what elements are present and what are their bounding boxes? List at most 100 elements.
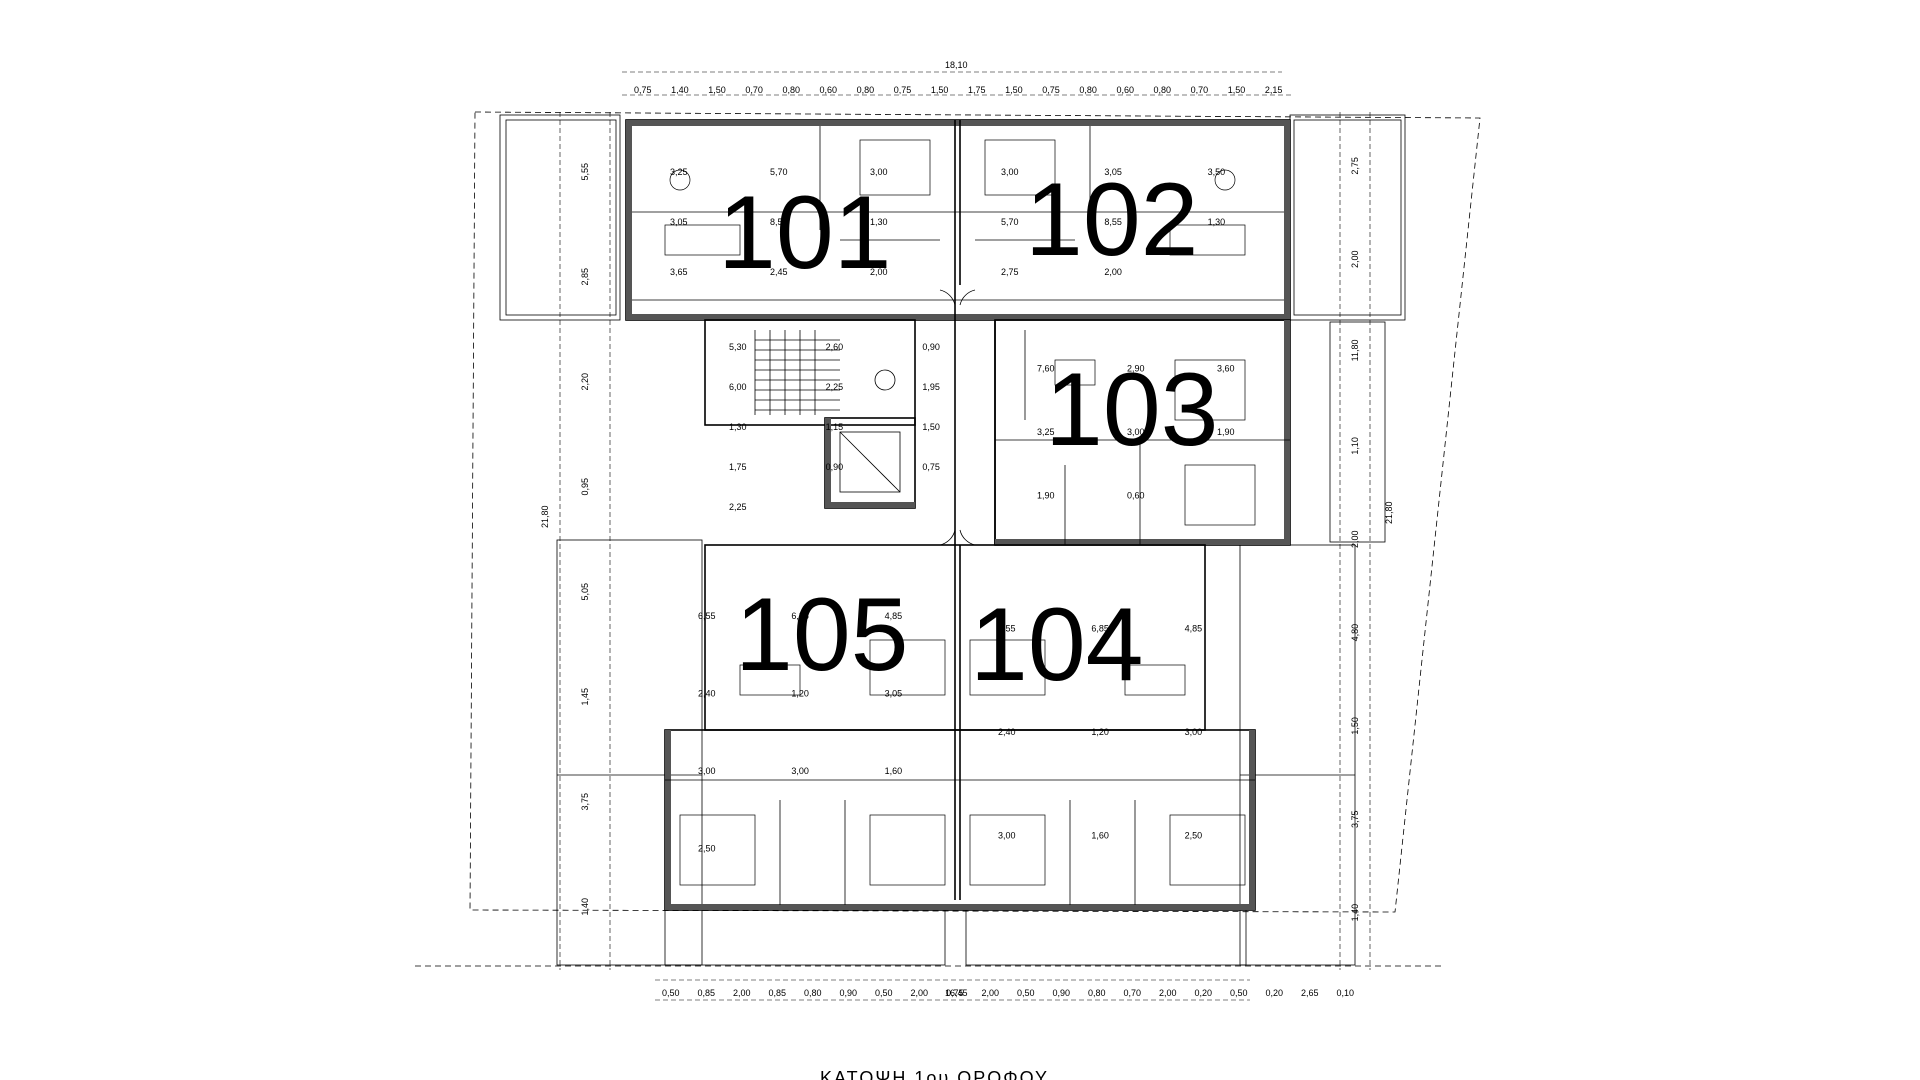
top-dim-label: 0,75 <box>634 85 652 95</box>
core-stair-lift <box>704 285 996 546</box>
room-dim-label: 3,00 <box>1185 727 1203 737</box>
right-dim-label: 11,80 <box>1350 339 1360 361</box>
bottom-dim-label: 2,00 <box>982 988 1000 998</box>
top-dim-label: 1,75 <box>968 85 986 95</box>
bottom-balconies <box>556 539 1356 966</box>
room-dim-label: 3,25 <box>670 167 688 177</box>
bottom-dim-label: 0,90 <box>1053 988 1071 998</box>
room-dim-label: 1,90 <box>1037 490 1055 500</box>
bottom-dim-label: 0,70 <box>1124 988 1142 998</box>
dim-top-total: 18,10 <box>945 60 968 70</box>
top-dim-label: 0,80 <box>1079 85 1097 95</box>
room-dim-label: 0,75 <box>922 462 940 472</box>
left-dim-label: 5,55 <box>580 163 590 181</box>
room-dim-label: 0,90 <box>922 342 940 352</box>
bottom-dim-label: 0,80 <box>804 988 822 998</box>
room-dim-label: 6,85 <box>791 611 809 621</box>
top-dim-label: 0,80 <box>782 85 800 95</box>
room-dim-label: 7,60 <box>1037 364 1055 374</box>
top-dim-label: 0,75 <box>894 85 912 95</box>
room-dim-label: 4,85 <box>885 611 903 621</box>
left-dim-label: 1,45 <box>580 688 590 706</box>
room-dim-label: 2,50 <box>698 843 716 853</box>
room-dim-label: 6,00 <box>729 382 747 392</box>
room-dim-label: 0,60 <box>1127 490 1145 500</box>
furniture-top-units <box>664 139 1246 256</box>
dim-left-total: 21,80 <box>540 505 550 528</box>
right-dim-label: 1,40 <box>1350 904 1360 922</box>
left-dim-label: 2,85 <box>580 268 590 286</box>
top-dim-label: 0,60 <box>820 85 838 95</box>
right-dim-label: 1,50 <box>1350 717 1360 735</box>
room-dim-label: 3,00 <box>870 167 888 177</box>
room-dim-label: 1,95 <box>922 382 940 392</box>
room-dim-label: 5,30 <box>729 342 747 352</box>
room-dim-label: 2,40 <box>698 688 716 698</box>
unit-label-102: 102 <box>1025 162 1199 278</box>
room-dim-label: 8,55 <box>1104 217 1122 227</box>
room-dim-label: 4,85 <box>1185 624 1203 634</box>
top-dim-label: 0,60 <box>1116 85 1134 95</box>
left-dim-label: 5,05 <box>580 583 590 601</box>
room-dim-label: 1,75 <box>729 462 747 472</box>
room-dim-label: 1,30 <box>729 422 747 432</box>
room-dim-label: 3,50 <box>1208 167 1226 177</box>
room-dim-label: 2,50 <box>1185 830 1203 840</box>
room-dim-label: 2,25 <box>729 502 747 512</box>
bottom-dim-label: 0,20 <box>1266 988 1284 998</box>
dim-bottom-total: 16,45 <box>945 988 968 998</box>
room-dim-label: 1,20 <box>791 688 809 698</box>
room-dim-label: 2,40 <box>998 727 1016 737</box>
bottom-dim-label: 0,50 <box>662 988 680 998</box>
room-dim-label: 1,20 <box>1091 727 1109 737</box>
room-dim-label: 3,05 <box>1104 167 1122 177</box>
room-dim-label: 2,90 <box>1127 364 1145 374</box>
bottom-dim-label: 2,00 <box>1159 988 1177 998</box>
unit-label-104: 104 <box>970 587 1144 703</box>
bottom-dim-label: 2,65 <box>1301 988 1319 998</box>
room-dim-label: 1,60 <box>885 766 903 776</box>
room-dim-label: 6,55 <box>698 611 716 621</box>
room-dim-label: 1,50 <box>922 422 940 432</box>
left-dim-label: 0,95 <box>580 478 590 496</box>
top-dim-label: 0,70 <box>745 85 763 95</box>
room-dim-label: 3,00 <box>791 766 809 776</box>
top-dim-label: 0,80 <box>1154 85 1172 95</box>
top-dim-label: 2,15 <box>1265 85 1283 95</box>
bottom-dim-label: 0,80 <box>1088 988 1106 998</box>
right-dim-label: 1,10 <box>1350 437 1360 455</box>
bottom-dim-label: 2,00 <box>911 988 929 998</box>
room-dim-label: 6,55 <box>998 624 1016 634</box>
room-dim-label: 2,60 <box>826 342 844 352</box>
room-dim-label: 2,00 <box>870 267 888 277</box>
room-dim-label: 2,25 <box>826 382 844 392</box>
top-dim-label: 0,75 <box>1042 85 1060 95</box>
room-dim-label: 3,05 <box>670 217 688 227</box>
room-dim-label: 1,30 <box>870 217 888 227</box>
left-dimension-chain: 5,552,852,200,955,051,453,751,40 <box>580 163 590 916</box>
room-dim-label: 5,70 <box>770 167 788 177</box>
room-dim-label: 0,90 <box>826 462 844 472</box>
bottom-dim-label: 0,50 <box>875 988 893 998</box>
top-dim-label: 1,50 <box>708 85 726 95</box>
bottom-dim-label: 0,50 <box>1230 988 1248 998</box>
top-dim-label: 0,80 <box>857 85 875 95</box>
walls-units-104-105 <box>664 544 1256 911</box>
unit-label-101: 101 <box>718 175 892 291</box>
room-dim-label: 1,15 <box>826 422 844 432</box>
plot-outline <box>415 111 1481 967</box>
room-dim-label: 1,60 <box>1091 830 1109 840</box>
room-dim-label: 3,00 <box>1127 427 1145 437</box>
top-dim-label: 1,40 <box>671 85 689 95</box>
left-dim-label: 1,40 <box>580 898 590 916</box>
room-dim-label: 3,65 <box>670 267 688 277</box>
room-dim-label: 6,85 <box>1091 624 1109 634</box>
top-dim-label: 1,50 <box>1228 85 1246 95</box>
left-dim-label: 3,75 <box>580 793 590 811</box>
room-dim-label: 1,30 <box>1208 217 1226 227</box>
bottom-dim-label: 0,20 <box>1195 988 1213 998</box>
room-dim-label: 3,25 <box>1037 427 1055 437</box>
